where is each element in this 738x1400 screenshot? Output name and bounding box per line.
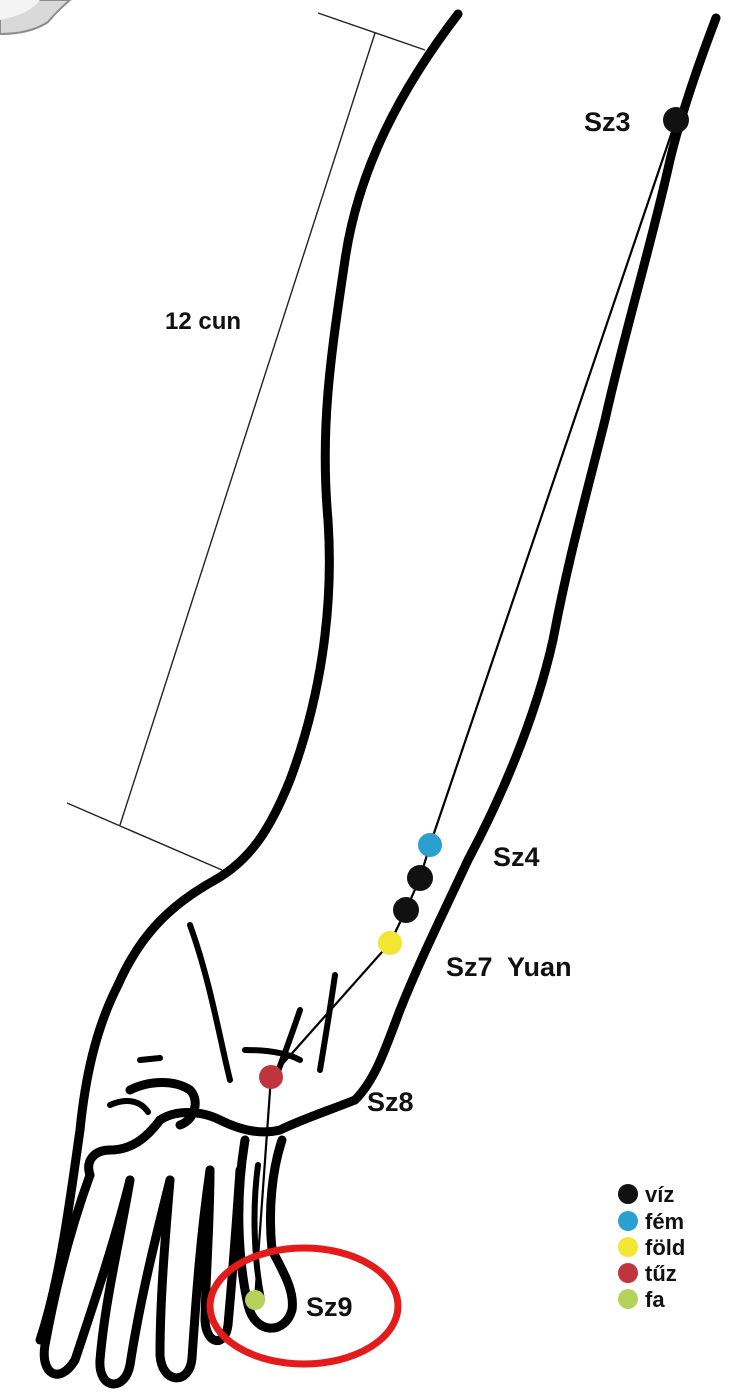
legend-dot-fold [618,1237,638,1257]
point-sz5[interactable] [407,865,433,891]
label-sz9: Sz9 [306,1292,353,1322]
meridian-path [255,120,676,1300]
point-sz9[interactable] [245,1290,265,1310]
point-sz7[interactable] [378,931,402,955]
label-sz7: Sz7 Yuan [446,952,572,982]
legend-label-fem: fém [645,1209,684,1234]
measure-label: 12 cun [165,308,241,335]
legend-dot-fem [618,1211,638,1231]
legend-label-fa: fa [645,1287,665,1312]
legend-dot-viz [618,1184,638,1204]
corner-icon [0,0,70,34]
legend-dot-tuz [618,1263,638,1283]
legend: víz fém föld tűz fa [618,1182,685,1312]
label-sz4: Sz4 [493,842,540,872]
label-sz3: Sz3 [584,107,631,137]
legend-label-tuz: tűz [645,1261,677,1286]
legend-label-fold: föld [645,1235,685,1260]
point-sz4[interactable] [418,833,442,857]
point-labels: Sz3 Sz4 Sz7 Yuan Sz8 Sz9 [306,107,631,1322]
point-sz3[interactable] [663,107,689,133]
label-sz8: Sz8 [367,1087,414,1117]
measurement-12-cun: 12 cun [67,13,425,870]
sz9-highlight-ring [210,1248,398,1364]
measure-line [120,33,375,825]
legend-dot-fa [618,1289,638,1309]
legend-label-viz: víz [645,1182,674,1207]
measure-bottom-tick [67,803,222,870]
point-sz8[interactable] [259,1065,283,1089]
meridian-line [255,120,676,1300]
point-sz6[interactable] [393,897,419,923]
arm-outline [40,14,716,1384]
